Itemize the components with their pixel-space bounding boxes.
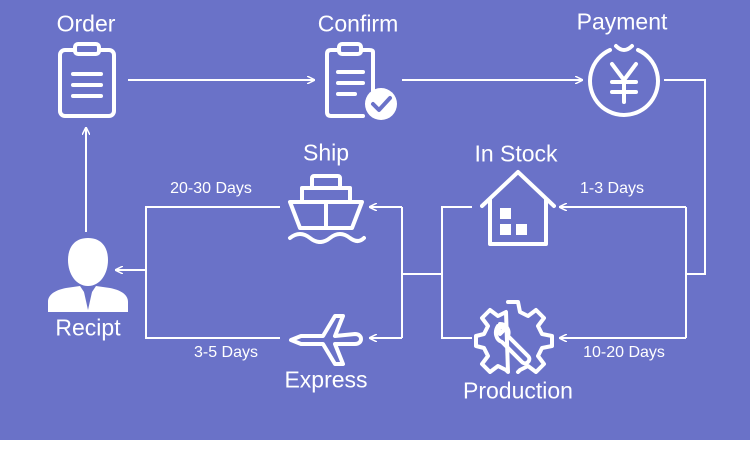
arrow-to-ship xyxy=(370,207,403,338)
connector-lines xyxy=(0,0,706,440)
line-ship-express-bus xyxy=(145,206,280,339)
express-label: Express xyxy=(284,366,368,393)
edge-label-in-stock-time: 1-3 Days xyxy=(579,180,645,197)
clipboard-icon xyxy=(58,42,116,118)
footer-strip xyxy=(0,440,750,463)
payment-label: Payment xyxy=(576,8,668,35)
confirm-label: Confirm xyxy=(317,10,399,37)
ship-icon xyxy=(288,174,366,244)
line-payment-down xyxy=(664,79,706,275)
flow-diagram: Order Confirm Paymen xyxy=(0,0,750,440)
house-icon xyxy=(480,170,556,246)
order-label: Order xyxy=(56,10,116,37)
production-label: Production xyxy=(463,377,573,404)
line-stock-production-bus xyxy=(441,206,472,339)
gear-wrench-icon xyxy=(474,300,554,374)
arrow-to-in-stock xyxy=(560,207,687,338)
edge-label-production-time: 10-20 Days xyxy=(583,344,665,361)
clipboard-check-icon xyxy=(325,42,397,120)
person-icon xyxy=(48,238,128,312)
in-stock-label: In Stock xyxy=(474,140,558,167)
receipt-label: Recipt xyxy=(55,314,121,341)
yuan-coin-icon xyxy=(588,44,660,117)
edge-label-ship-time: 20-30 Days xyxy=(170,180,252,197)
airplane-icon xyxy=(289,314,363,366)
ship-label: Ship xyxy=(302,139,350,166)
edge-label-express-time: 3-5 Days xyxy=(193,344,259,361)
